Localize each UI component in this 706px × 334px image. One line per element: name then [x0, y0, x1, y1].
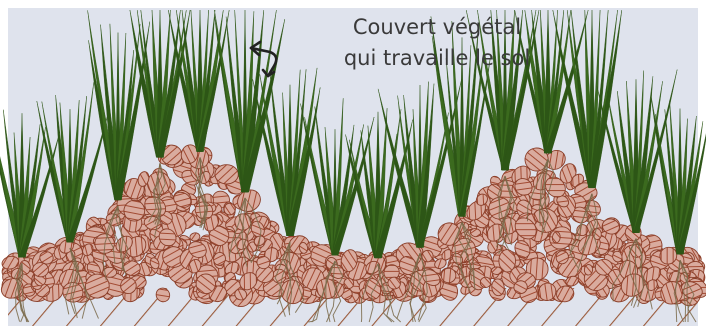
soil-aggregate: [480, 277, 491, 288]
caption-line-2: qui travaille le sol: [302, 43, 572, 74]
soil-aggregate: [499, 249, 516, 272]
soil-aggregate: [215, 164, 239, 184]
caption-line-1: Couvert végétal: [302, 12, 572, 43]
soil-aggregate: [584, 264, 593, 275]
caption: Couvert végétal qui travaille le sol: [302, 12, 572, 74]
